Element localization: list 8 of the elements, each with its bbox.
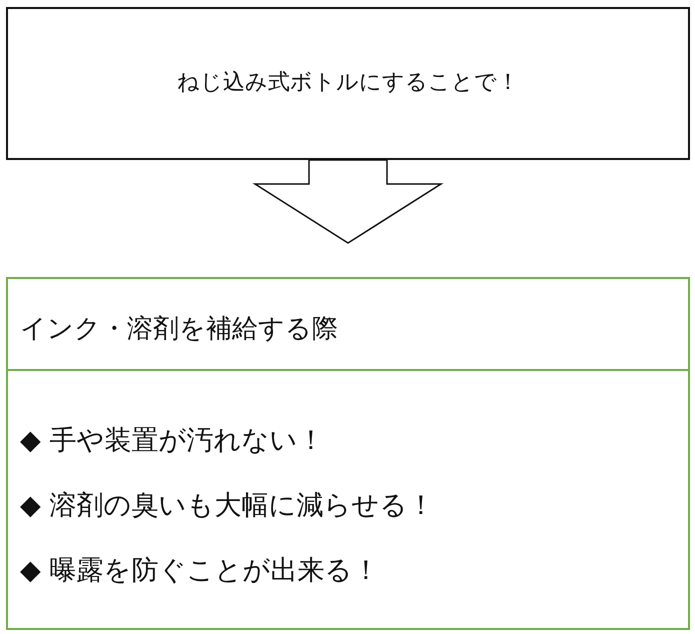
heading-text: ねじ込み式ボトルにすることで！: [176, 69, 520, 97]
bullet-item: ◆ 溶剤の臭いも大幅に減らせる！: [20, 489, 434, 523]
bullet-item: ◆ 手や装置が汚れない！: [20, 424, 324, 458]
text-box: [6, 7, 690, 160]
info-box: [6, 277, 690, 630]
bullet-item: ◆ 曝露を防ぐことが出来る！: [20, 554, 380, 588]
section-heading: インク・溶剤を補給する際: [20, 313, 338, 346]
block-arrow: [252, 159, 444, 244]
